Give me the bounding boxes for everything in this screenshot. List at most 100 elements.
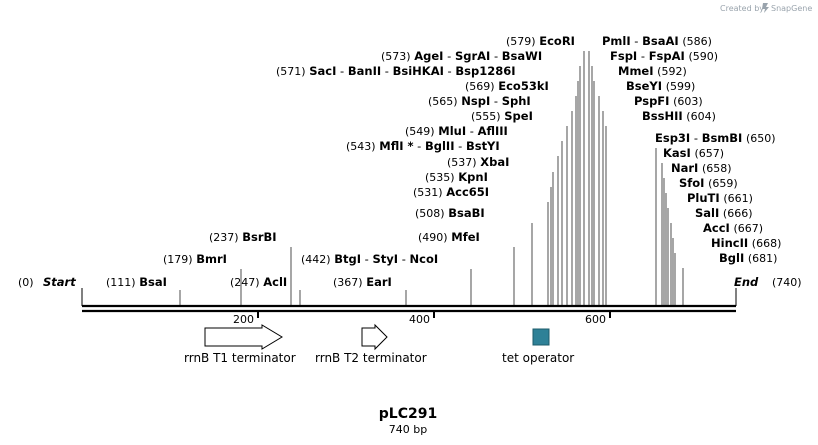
restriction-site-saci[interactable]: (571) SacI - BanII - BsiHKAI - Bsp1286I	[276, 64, 516, 78]
plasmid-length: 740 bp	[389, 423, 427, 436]
terminator-arrow-icon	[361, 323, 388, 351]
enzyme-name: FspAI	[649, 49, 685, 63]
enzyme-name: SphI	[502, 94, 531, 108]
restriction-site-spei[interactable]: (555) SpeI	[471, 109, 533, 123]
site-position: (535)	[425, 171, 455, 184]
restriction-site-pluti[interactable]: PluTI (661)	[687, 191, 753, 205]
restriction-site-hincii[interactable]: HincII (668)	[711, 236, 781, 250]
restriction-site-bmri[interactable]: (179) BmrI	[163, 252, 227, 266]
site-position: (657)	[694, 147, 724, 160]
enzyme-name: BsiHKAI	[393, 64, 444, 78]
restriction-site-xbai[interactable]: (537) XbaI	[447, 155, 509, 169]
restriction-site-sali[interactable]: SalI (666)	[695, 206, 753, 220]
site-position: (604)	[686, 110, 716, 123]
enzyme-name: FspI	[610, 49, 637, 63]
site-position: (659)	[708, 177, 738, 190]
site-label: (247) AclI	[230, 275, 287, 289]
enzyme-name: EcoRI	[539, 34, 575, 48]
enzyme-name: Bsp1286I	[455, 64, 515, 78]
restriction-site-bgli[interactable]: BglI (681)	[719, 251, 777, 265]
enzyme-name: KasI	[663, 146, 691, 160]
restriction-site-eari[interactable]: (367) EarI	[333, 275, 392, 289]
start-marker[interactable]: (0) Start	[18, 275, 83, 306]
restriction-site-acci[interactable]: AccI (667)	[703, 221, 763, 235]
restriction-site-bsabi[interactable]: (508) BsaBI	[415, 206, 485, 220]
restriction-site-pmli[interactable]: PmlI - BsaAI (586)	[602, 34, 712, 48]
restriction-site-ecori[interactable]: (579) EcoRI	[506, 34, 575, 48]
enzyme-name: BseYI	[626, 79, 662, 93]
enzyme-name: Eco53kI	[498, 79, 549, 93]
site-position: (565)	[428, 95, 458, 108]
restriction-site-eco53ki[interactable]: (569) Eco53kI	[465, 79, 549, 93]
restriction-site-nspi[interactable]: (565) NspI - SphI	[428, 94, 531, 108]
site-label: BseYI (599)	[626, 79, 695, 93]
dna-backbone	[82, 304, 736, 313]
site-position: (237)	[209, 231, 239, 244]
enzyme-name: NspI	[461, 94, 490, 108]
end-marker[interactable]: End (740)	[734, 275, 802, 306]
restriction-site-fspi[interactable]: FspI - FspAI (590)	[610, 49, 718, 63]
scale-label-200: 200	[233, 313, 254, 326]
feature-label-tet-operator: tet operator	[502, 351, 574, 365]
end-position: (740)	[772, 276, 802, 289]
restriction-site-sfoi[interactable]: SfoI (659)	[679, 176, 738, 190]
restriction-site-nari[interactable]: NarI (658)	[671, 161, 732, 175]
end-label: End	[734, 275, 759, 289]
feature-rrnb-t1-terminator[interactable]: rrnB T1 terminator	[184, 324, 296, 365]
site-position: (661)	[723, 192, 753, 205]
restriction-site-acli[interactable]: (247) AclI	[230, 275, 287, 289]
site-position: (599)	[666, 80, 696, 93]
restriction-site-esp3i[interactable]: Esp3I - BsmBI (650)	[655, 131, 776, 145]
site-label: PspFI (603)	[634, 94, 703, 108]
site-position: (681)	[748, 252, 778, 265]
site-position: (490)	[418, 231, 448, 244]
site-label: (179) BmrI	[163, 252, 227, 266]
site-label: (565) NspI - SphI	[428, 94, 531, 108]
enzyme-name: MflI *	[379, 139, 413, 153]
site-label: (111) BsaI	[106, 275, 167, 289]
site-label: (579) EcoRI	[506, 34, 575, 48]
enzyme-name: HincII	[711, 236, 748, 250]
restriction-site-kpni[interactable]: (535) KpnI	[425, 170, 488, 184]
enzyme-name: MluI	[438, 124, 466, 138]
restriction-site-acc65i[interactable]: (531) Acc65I	[413, 185, 489, 199]
enzyme-name: BmrI	[196, 252, 227, 266]
restriction-site-bsshii[interactable]: BssHII (604)	[642, 109, 716, 123]
snapgene-logo-icon	[762, 3, 769, 13]
site-label: (367) EarI	[333, 275, 392, 289]
restriction-site-pspfi[interactable]: PspFI (603)	[634, 94, 703, 108]
restriction-site-mfli[interactable]: (543) MflI * - BglII - BstYI	[346, 139, 500, 153]
site-position: (658)	[702, 162, 732, 175]
enzyme-name: EarI	[366, 275, 392, 289]
watermark[interactable]: Created by SnapGene	[720, 3, 812, 13]
feature-label-rrnb-t2: rrnB T2 terminator	[315, 351, 427, 365]
restriction-site-bsai[interactable]: (111) BsaI	[106, 275, 167, 289]
restriction-site-bseyi[interactable]: BseYI (599)	[626, 79, 695, 93]
enzyme-name: BstYI	[466, 139, 500, 153]
feature-rrnb-t2-terminator[interactable]: rrnB T2 terminator	[315, 323, 427, 365]
restriction-site-agei[interactable]: (573) AgeI - SgrAI - BsaWI	[381, 49, 542, 63]
restriction-site-mfei[interactable]: (490) MfeI	[418, 230, 480, 244]
enzyme-name: BanII	[348, 64, 381, 78]
site-label: AccI (667)	[703, 221, 763, 235]
restriction-site-mlui[interactable]: (549) MluI - AflIII	[405, 124, 508, 138]
restriction-site-mmei[interactable]: MmeI (592)	[618, 64, 687, 78]
feature-tet-operator[interactable]: tet operator	[502, 328, 574, 365]
site-position: (531)	[413, 186, 443, 199]
site-position: (247)	[230, 276, 260, 289]
enzyme-name: BsaWI	[502, 49, 542, 63]
site-position: (603)	[673, 95, 703, 108]
site-label: (535) KpnI	[425, 170, 488, 184]
enzyme-name: NarI	[671, 161, 698, 175]
restriction-site-kasi[interactable]: KasI (657)	[663, 146, 724, 160]
enzyme-name: BtgI	[334, 252, 361, 266]
restriction-site-btgi[interactable]: (442) BtgI - StyI - NcoI	[301, 252, 438, 266]
site-label: (543) MflI * - BglII - BstYI	[346, 139, 500, 153]
enzyme-name: AccI	[703, 221, 730, 235]
enzyme-name: BsrBI	[242, 230, 276, 244]
enzyme-name: BssHII	[642, 109, 683, 123]
site-position: (442)	[301, 253, 331, 266]
restriction-site-bsrbi[interactable]: (237) BsrBI	[209, 230, 277, 244]
enzyme-name: Esp3I	[655, 131, 690, 145]
site-label: PmlI - BsaAI (586)	[602, 34, 712, 48]
